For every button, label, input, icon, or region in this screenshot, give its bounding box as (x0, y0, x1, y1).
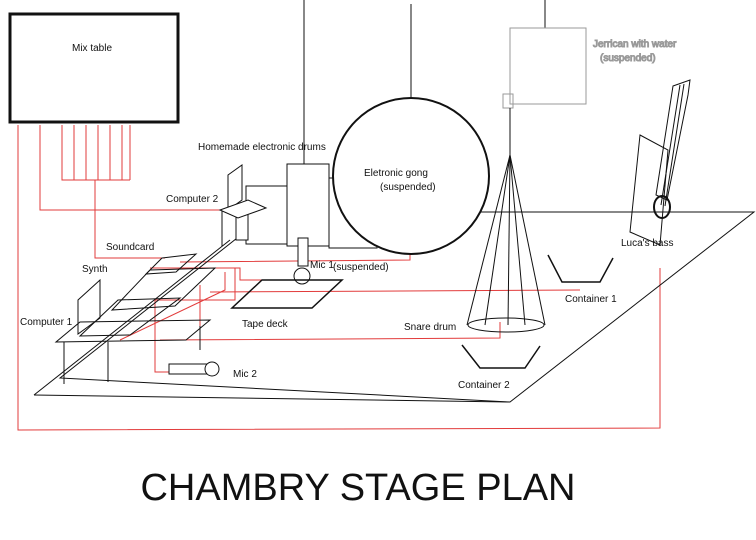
jerrican-label: Jerrican with water (593, 39, 677, 50)
computer-1-label: Computer 1 (20, 317, 73, 328)
container-2-label: Container 2 (458, 380, 510, 391)
mic2-cable (154, 345, 170, 373)
soundcard-cable (94, 180, 165, 259)
snare-cable (159, 322, 501, 341)
mic-2 (168, 361, 220, 377)
synth-shape (110, 267, 217, 311)
mix-table-box (8, 12, 180, 124)
container-1-label: Container 1 (565, 294, 617, 305)
labels: Homemade electronic drums Computer 2 Sou… (20, 142, 674, 391)
container-2-shape (461, 344, 541, 369)
cone-right (509, 154, 546, 326)
mix-cable-2 (61, 125, 130, 181)
drum-box-1 (245, 185, 289, 245)
diagram-title: CHAMBRY STAGE PLAN (140, 467, 575, 509)
stage-outline (58, 211, 756, 403)
bass-string-1 (660, 84, 681, 206)
desk-gear (54, 253, 217, 384)
mix-table: Mix table (8, 12, 180, 124)
mic-2-body (168, 363, 208, 375)
mic-2-label: Mic 2 (233, 369, 257, 380)
jerrican-sub-label: (suspended) (600, 53, 656, 64)
computer-1-keyboard (78, 297, 182, 337)
synth-cable-2 (119, 272, 226, 341)
soundcard-shape (144, 253, 198, 275)
bass-string-2 (664, 83, 685, 207)
mic-1-label: Mic 1 (310, 260, 334, 271)
mic-1-head (293, 267, 311, 285)
tape-deck-shape (230, 279, 344, 309)
jerrican: Jerrican with water (suspended) (502, 27, 678, 155)
drum-box-2 (286, 163, 330, 247)
cone-left (466, 154, 511, 326)
cone-mid-1 (484, 154, 511, 326)
bass-neck (655, 79, 691, 201)
lucas-bass (629, 79, 691, 246)
mix-cable-1 (39, 125, 250, 211)
stage-front-edge (33, 394, 511, 403)
container1-cable (209, 289, 581, 293)
computer-2 (218, 164, 268, 246)
bass-soundhole (653, 195, 671, 219)
gong-circle (332, 97, 490, 255)
water-cone (466, 154, 546, 333)
gong-sub-label: (suspended) (380, 182, 436, 193)
bass-body (629, 134, 669, 246)
container-1-shape (547, 254, 614, 283)
gong-label: Eletronic gong (364, 168, 428, 179)
computer-2-screen (227, 164, 243, 211)
mic-1-sub-label: (suspended) (333, 262, 389, 273)
tape-deck-label: Tape deck (242, 319, 289, 330)
stage-floor (33, 211, 756, 403)
containers (461, 254, 614, 369)
outer-cable (17, 125, 661, 431)
soundcard-label: Soundcard (106, 242, 154, 253)
homemade-drums-label: Homemade electronic drums (198, 142, 326, 153)
tape-deck (230, 279, 344, 309)
cone-mid-2 (509, 154, 526, 326)
synth-label: Synth (82, 264, 108, 275)
synth-cable-1 (154, 268, 236, 345)
computer-1-screen (77, 278, 101, 335)
desk-top (54, 319, 212, 343)
jerrican-body (509, 27, 587, 105)
stage-left-edge (33, 239, 231, 396)
lucas-bass-label: Luca's bass (621, 238, 674, 249)
computer-2-label: Computer 2 (166, 194, 219, 205)
computer-2-base (218, 199, 268, 219)
snare-drum-label: Snare drum (404, 322, 456, 333)
cone-mid-3 (507, 154, 511, 326)
jerrican-spout (502, 93, 514, 109)
gong: Eletronic gong (suspended) (332, 97, 490, 255)
mic-2-head (204, 361, 220, 377)
mix-table-label: Mix table (72, 43, 112, 54)
mic-1-body (297, 237, 309, 267)
snare-drum-shape (467, 317, 545, 333)
